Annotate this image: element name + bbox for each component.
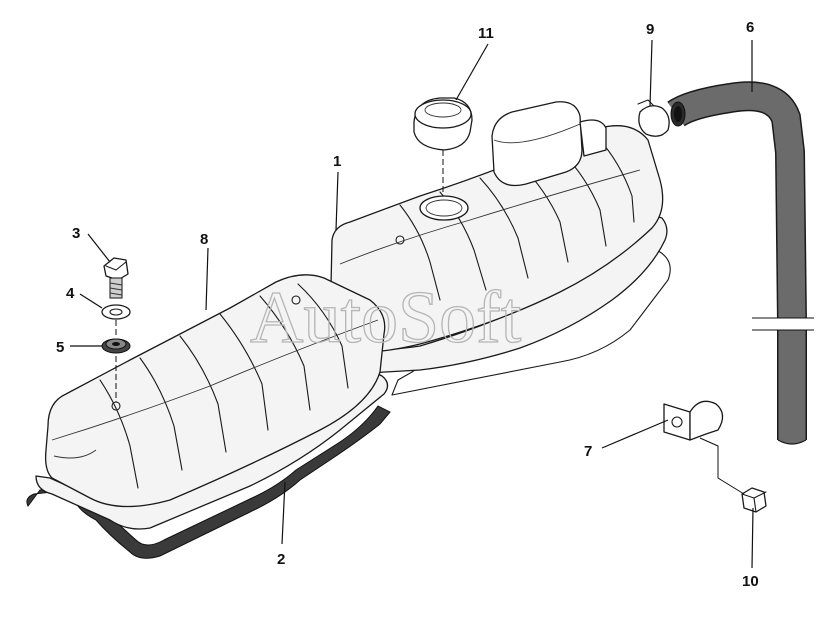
bracket-bolt (741, 487, 767, 513)
oil-filler-cap (413, 97, 473, 151)
callout-7: 7 (584, 443, 592, 460)
callout-11: 11 (478, 25, 494, 42)
callout-8: 8 (200, 231, 208, 248)
callout-3: 3 (72, 225, 80, 242)
hose-clamp (637, 99, 670, 137)
rubber-grommet (101, 338, 131, 354)
callout-5: 5 (56, 339, 64, 356)
breather-hose (667, 81, 814, 445)
front-valve-cover (26, 274, 391, 559)
callout-4: 4 (66, 285, 75, 302)
callout-6: 6 (746, 19, 754, 36)
cover-bolt (103, 257, 129, 299)
assembly-lines (115, 150, 745, 495)
callout-labels: 1 2 3 4 5 6 7 8 9 10 11 (56, 19, 759, 590)
rear-valve-cover (327, 101, 671, 396)
hose-bracket (663, 400, 724, 441)
callout-1: 1 (333, 153, 341, 170)
washer (101, 304, 131, 320)
callout-2: 2 (277, 551, 285, 568)
callout-10: 10 (742, 573, 759, 590)
callout-9: 9 (646, 21, 654, 38)
watermark: AutoSoft (250, 277, 522, 359)
callout-leaders (70, 39, 754, 569)
